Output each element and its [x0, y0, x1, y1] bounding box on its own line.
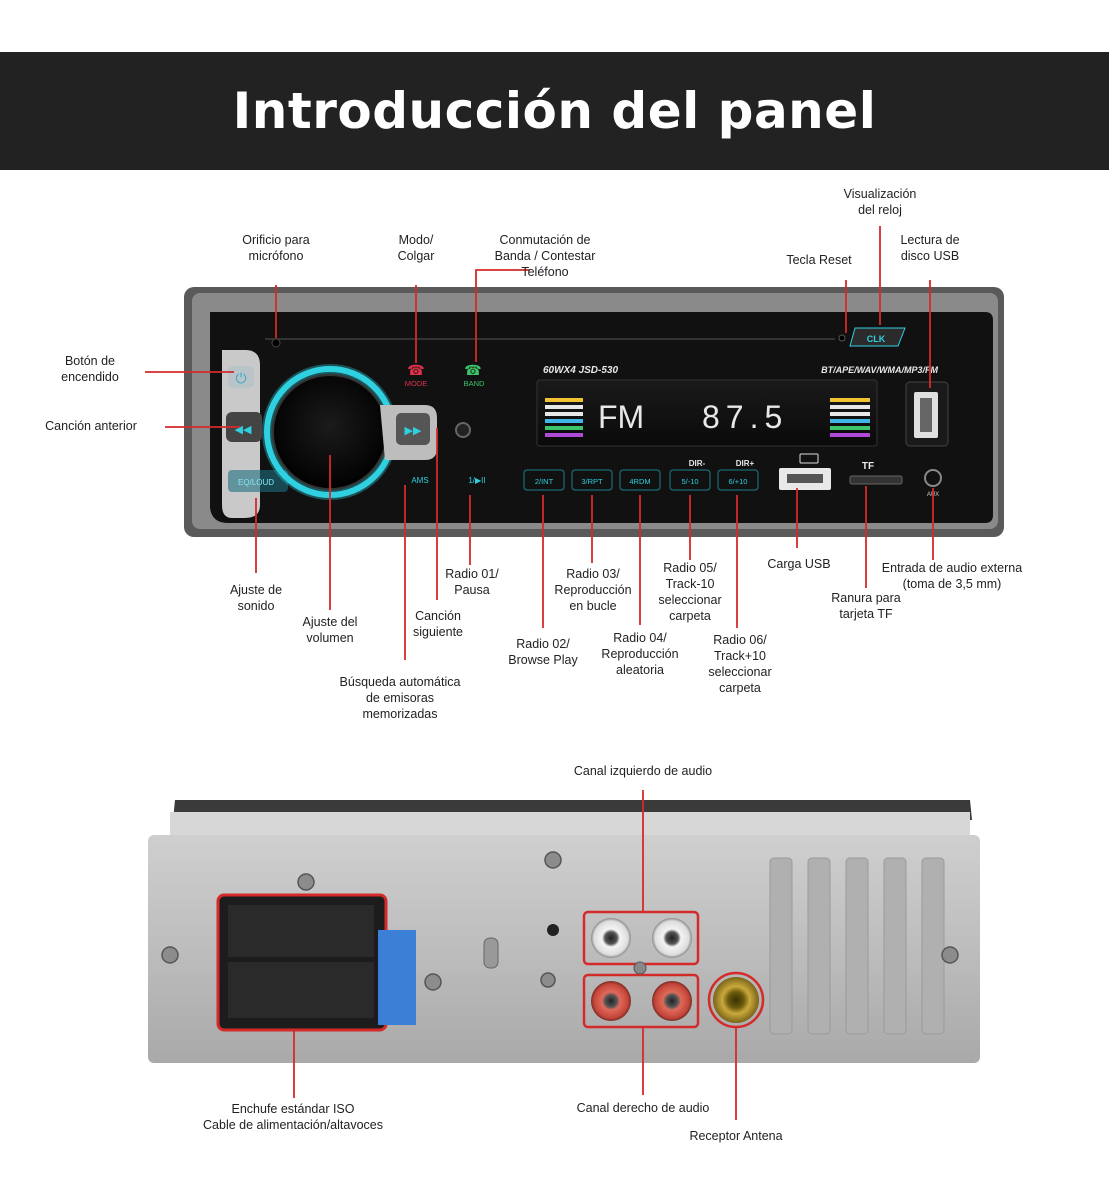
usb-charge-port-inner: [787, 474, 823, 483]
dir-plus-label: DIR+: [736, 459, 755, 468]
label-radio5: Radio 05/ Track-10 seleccionar carpeta: [658, 561, 722, 623]
rear-hole: [547, 924, 559, 936]
usb-read-port-inner: [920, 398, 932, 432]
rear-slot: [483, 937, 499, 969]
answer-icon: ☎: [464, 362, 481, 378]
label-radio6: Radio 06/ Track+10 seleccionar carpeta: [708, 633, 772, 695]
preset-1-label: 1/▶II: [468, 476, 485, 485]
rear-panel: [148, 800, 980, 1063]
rca-left-white[interactable]: [591, 918, 631, 958]
label-prev: Canción anterior: [45, 419, 137, 433]
preset-2-button[interactable]: [523, 469, 565, 491]
label-clock: Visualización del reloj: [843, 187, 917, 217]
rca-ground-screw: [633, 961, 647, 975]
preset-5-label: 5/-10: [681, 477, 698, 486]
display-band: FM: [598, 399, 644, 435]
label-usb-charge: Carga USB: [767, 557, 831, 571]
iso-block-top: [228, 905, 374, 957]
aux-jack[interactable]: [924, 469, 942, 487]
band-label: BAND: [464, 379, 485, 388]
rear-ribs: [769, 857, 945, 1035]
label-antenna: Receptor Antena: [689, 1129, 783, 1143]
tf-card-slot[interactable]: [849, 475, 903, 485]
label-radio3: Radio 03/ Reproducción en bucle: [554, 567, 632, 613]
page-title: Introducción del panel: [232, 82, 877, 140]
iso-blue-clip: [378, 930, 416, 1025]
next-button[interactable]: [396, 413, 430, 445]
rear-callouts: [293, 790, 737, 1120]
label-mode: Modo/ Colgar: [397, 233, 435, 263]
label-radio4: Radio 04/ Reproducción aleatoria: [601, 631, 679, 677]
lcd-display: [536, 379, 878, 447]
iso-block-bottom: [228, 962, 374, 1018]
antenna-socket[interactable]: [713, 977, 759, 1023]
preset-2-label: 2/INT: [535, 477, 554, 486]
rca-right-box: [582, 973, 700, 1029]
spectrum-left: [545, 398, 583, 437]
rear-screws: [161, 851, 959, 991]
label-volume: Ajuste del volumen: [302, 615, 358, 645]
eq-button[interactable]: [228, 470, 288, 492]
hangup-icon: ☎: [407, 362, 424, 378]
mic-port: [455, 422, 471, 438]
label-left-audio: Canal izquierdo de audio: [573, 764, 713, 778]
formats-text: BT/APE/WAV/WMA/MP3/FM: [821, 365, 938, 375]
prev-button[interactable]: [226, 412, 262, 442]
power-button[interactable]: [228, 366, 254, 388]
tf-label: TF: [862, 461, 874, 472]
spectrum-right: [830, 398, 870, 437]
ams-label: AMS: [411, 476, 428, 485]
power-icon: ⏻: [235, 370, 246, 386]
eq-label: EQ/LOUD: [238, 478, 274, 487]
label-tf-slot: Ranura para tarjeta TF: [831, 591, 901, 621]
prev-icon: ◀◀: [235, 424, 252, 436]
reset-hole: [838, 334, 846, 342]
rca-left-red[interactable]: [591, 981, 631, 1021]
mic-hole: [271, 338, 281, 348]
preset-3-label: 3/RPT: [581, 477, 603, 486]
front-callouts: [145, 226, 934, 660]
label-ams: Búsqueda automática de emisoras memoriza…: [339, 675, 461, 721]
callout-band: [475, 269, 530, 362]
display-frequency: 87.5: [702, 399, 788, 435]
front-panel: ⏻ ◀◀ EQ/LOUD ▶▶ ☎ MODE ☎ BAND AMS 1/▶II …: [184, 287, 1004, 537]
mode-label: MODE: [405, 379, 428, 388]
model-text: 60WX4 JSD-530: [543, 365, 618, 376]
label-aux-in: Entrada de audio externa (toma de 3,5 mm…: [881, 561, 1023, 591]
rca-right-red[interactable]: [652, 981, 692, 1021]
label-right-audio: Canal derecho de audio: [576, 1101, 710, 1115]
title-banner: Introducción del panel: [0, 52, 1109, 170]
rca-right-white[interactable]: [652, 918, 692, 958]
dir-minus-label: DIR-: [689, 459, 706, 468]
preset-3-button[interactable]: [571, 469, 613, 491]
preset-5-button[interactable]: [669, 469, 711, 491]
clk-label: CLK: [867, 334, 886, 344]
label-radio1: Radio 01/ Pausa: [445, 567, 499, 597]
label-mic: Orificio para micrófono: [242, 233, 310, 263]
preset-6-button[interactable]: [717, 469, 759, 491]
label-next: Canción siguiente: [412, 609, 464, 639]
next-icon: ▶▶: [405, 425, 422, 437]
label-reset: Tecla Reset: [786, 253, 852, 267]
preset-4-button[interactable]: [619, 469, 661, 491]
label-sound: Ajuste de sonido: [229, 583, 283, 613]
battery-icon: [799, 453, 819, 464]
label-band: Conmutación de Banda / Contestar Teléfon…: [494, 233, 596, 279]
rear-top-cover: [170, 812, 970, 837]
preset-6-label: 6/+10: [729, 477, 748, 486]
label-radio2: Radio 02/ Browse Play: [508, 637, 578, 667]
clk-button[interactable]: [849, 327, 906, 347]
label-usb-read: Lectura de disco USB: [900, 233, 960, 263]
label-iso: Enchufe estándar ISO Cable de alimentaci…: [203, 1102, 383, 1132]
label-power: Botón de encendido: [61, 354, 119, 384]
preset-4-label: 4RDM: [629, 477, 650, 486]
